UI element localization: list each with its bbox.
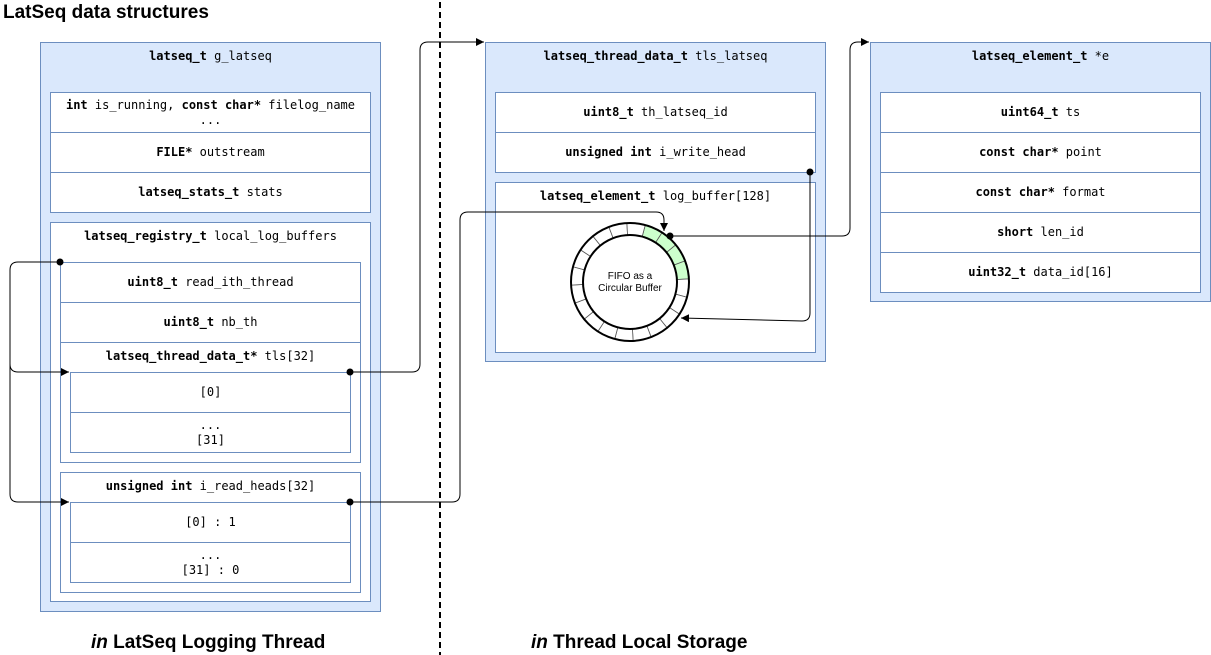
tls-entry-last: ...[31] — [70, 412, 351, 453]
log-buffer-title: latseq_element_t log_buffer[128] — [539, 189, 772, 203]
ring-outer-edge — [570, 222, 690, 342]
circular-buffer — [570, 222, 690, 342]
read-head-first: [0] : 1 — [70, 502, 351, 543]
field-read-ith-thread: uint8_t read_ith_thread — [60, 262, 361, 303]
read-head-to-ring-arrow — [350, 211, 668, 503]
field-i-write-head: unsigned int i_write_head — [495, 132, 816, 173]
field-outstream: FILE* outstream — [50, 132, 371, 173]
tls-entry-first: [0] — [70, 372, 351, 413]
tls-to-thread-data-arrow — [350, 38, 484, 373]
tls-array-title: latseq_thread_data_t* tls[32] — [105, 349, 316, 363]
field-stats: latseq_stats_t stats — [50, 172, 371, 213]
page-title: LatSeq data structures — [3, 2, 209, 23]
read-heads-title: unsigned int i_read_heads[32] — [105, 479, 316, 493]
element-title: latseq_element_t *e — [971, 49, 1110, 63]
field-point: const char* point — [880, 132, 1201, 173]
ring-label-line2: Circular Buffer — [598, 283, 662, 294]
tls-latseq-title: latseq_thread_data_t tls_latseq — [543, 49, 768, 63]
field-len-id: short len_id — [880, 212, 1201, 253]
field-format: const char* format — [880, 172, 1201, 213]
ring-inner-edge — [582, 234, 678, 330]
registry-to-heads-arrow — [9, 364, 69, 506]
ring-to-element-arrow — [670, 38, 869, 237]
write-head-to-ring-arrow — [680, 172, 811, 323]
field-nb-th: uint8_t nb_th — [60, 302, 361, 343]
field-ts: uint64_t ts — [880, 92, 1201, 133]
footer-logging-thread: in LatSeq Logging Thread — [91, 632, 326, 653]
registry-to-tls-arrow — [9, 261, 69, 376]
registry-title: latseq_registry_t local_log_buffers — [84, 229, 337, 243]
read-head-last: ...[31] : 0 — [70, 542, 351, 583]
footer-thread-local-storage: in Thread Local Storage — [531, 632, 748, 653]
g-latseq-title: latseq_t g_latseq — [149, 49, 272, 63]
ring-label-line1: FIFO as a — [608, 271, 653, 282]
field-data-id: uint32_t data_id[16] — [880, 252, 1201, 293]
